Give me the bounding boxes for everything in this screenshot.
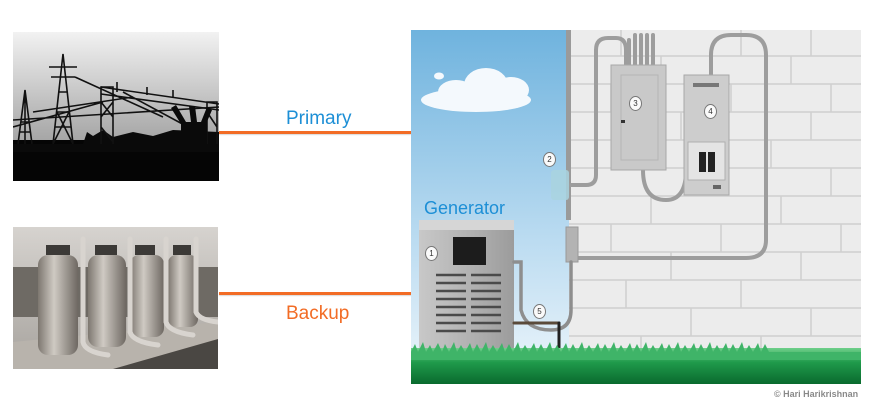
component-badge-5: 5 xyxy=(533,304,546,319)
power-grid-silhouette xyxy=(13,32,219,181)
component-badge-3: 3 xyxy=(629,96,642,111)
house-wall-scene xyxy=(411,30,861,384)
main-breaker-panel xyxy=(610,64,667,171)
copyright-credit: © Hari Harikrishnan xyxy=(774,389,859,399)
generator-label: Generator xyxy=(424,198,506,218)
gas-tanks-photo xyxy=(13,227,218,369)
primary-connector-line xyxy=(219,131,411,134)
backup-connector-line xyxy=(219,292,419,295)
backup-label: Backup xyxy=(286,303,350,324)
gas-tanks-image xyxy=(13,227,218,369)
generator-installation-illustration xyxy=(411,30,861,384)
primary-label: Primary xyxy=(286,108,352,129)
component-badge-4: 4 xyxy=(704,104,717,119)
component-badge-2: 2 xyxy=(543,152,556,167)
utility-meter xyxy=(551,170,569,200)
generator-unit xyxy=(416,220,516,360)
component-badge-1: 1 xyxy=(425,246,438,261)
power-grid-image xyxy=(13,32,219,181)
cloud xyxy=(421,68,531,112)
